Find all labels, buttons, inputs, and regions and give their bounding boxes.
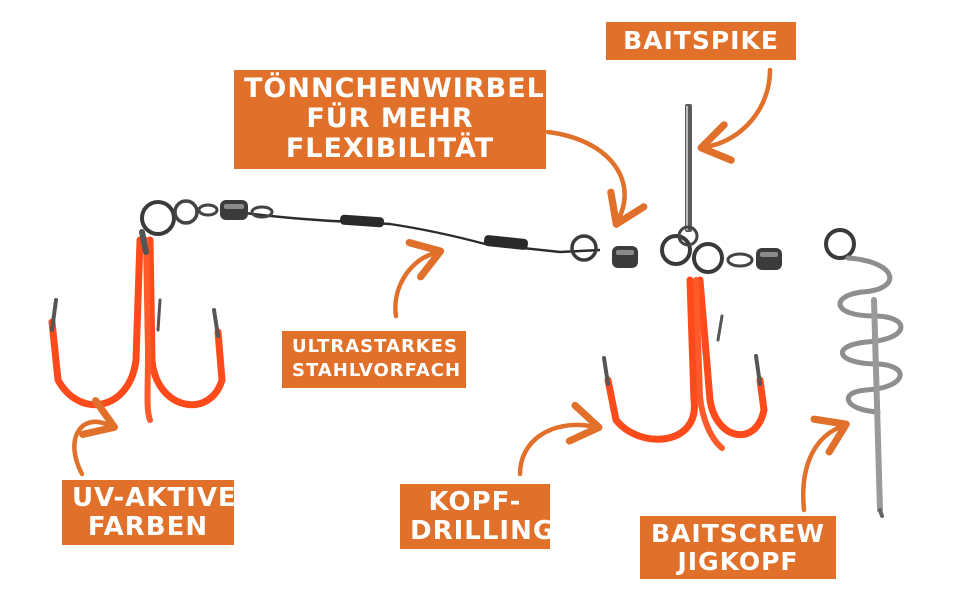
label-swivel: TÖNNCHENWIRBEL FÜR MEHR FLEXIBILITÄT <box>234 70 546 169</box>
steel-leader-wire <box>244 211 601 254</box>
baitscrew-spring <box>837 255 904 518</box>
split-ring-centre-2 <box>660 234 692 266</box>
crimp-sleeve-right <box>483 235 529 250</box>
treble-hook-kopf <box>602 276 768 451</box>
barrel-swivel-left <box>197 200 274 220</box>
arrow-baitspike <box>697 67 773 164</box>
arrow-screw <box>801 415 850 513</box>
arrow-uv <box>72 397 119 477</box>
split-ring-right <box>824 228 856 260</box>
baitspike-pin <box>677 104 699 247</box>
split-ring-centre <box>570 234 598 262</box>
crimp-sleeve-left <box>339 214 385 228</box>
arrow-wire <box>393 239 445 319</box>
arrow-swivel <box>545 129 648 228</box>
label-uv-colors: UV-AKTIVE FARBEN <box>62 480 236 546</box>
split-ring-centre-3 <box>692 242 724 274</box>
barrel-swivel-right <box>726 248 782 270</box>
split-ring-left-2 <box>173 199 199 225</box>
arrow-kopf <box>517 401 603 477</box>
split-ring-left <box>140 200 176 236</box>
label-kopf-drilling: KOPF- DRILLING <box>400 484 554 550</box>
treble-hook-left <box>48 229 226 423</box>
label-baitscrew: BAITSCREW JIGKOPF <box>640 516 836 579</box>
annotation-arrows <box>72 67 850 513</box>
label-baitspike: BAITSPIKE <box>606 22 796 60</box>
label-steel-leader: ULTRASTARKES STAHLVORFACH <box>282 331 466 388</box>
barrel-swivel-centre <box>612 246 638 268</box>
